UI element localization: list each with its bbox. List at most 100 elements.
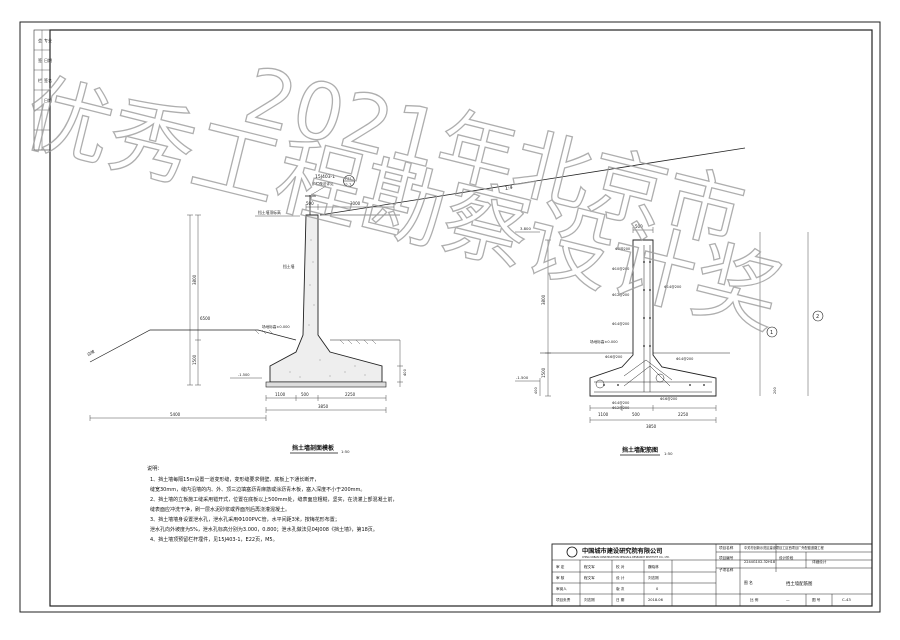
strip-label: 日期 [44, 57, 52, 63]
note-line: 2、挡土墙的立板施工缝采用错开式，位置在底板以上500mm处，缝表面应粗糙，坚实… [150, 496, 397, 503]
rebar-label: Φ8@200 [615, 247, 630, 251]
notes-heading: 说明： [147, 464, 163, 472]
section-left-scale: 1:50 [341, 449, 350, 454]
ground-level: 场地标高±0.000 [262, 324, 290, 329]
outer-border [19, 21, 881, 613]
strip-label: 专业 [44, 37, 52, 43]
design-stage-label: 设计阶段 [779, 555, 794, 560]
rebar-label: Φ14@200 [612, 322, 629, 326]
rebar-label: Φ14@200 [612, 401, 629, 405]
dim-height-upper: 3800 [192, 274, 197, 285]
role: 审 核 [556, 575, 565, 580]
note-line: 3、挡土墙墙身设置泄水孔，泄水孔采用Φ100PVC管，水平间距3米，按梅花形布置… [150, 516, 340, 523]
section-left: 1:4 边坡 15J403-1 护栏做法详见 P31 [86, 147, 746, 454]
project-name: 中关村创新示范区建设项目工区西项目厂外配套道路工程 [744, 545, 824, 550]
dim-base-right: 2250 [678, 412, 689, 417]
notes: 说明： 1、挡土墙每隔15m设置一道变形缝，变形缝要求侧壁、底板上下通长断开， … [147, 464, 397, 543]
ref-sub: 护栏做法详见 [312, 181, 334, 186]
role: 审阅人 [556, 586, 567, 591]
institute-en: CHINA URBAN CONSTRUCTION DESIGN & RESEAR… [582, 556, 670, 559]
dim-lower-height: 1500 [541, 367, 546, 378]
dim-top-width: 500 [306, 201, 314, 206]
rebar-label: Φ14@200 [664, 285, 681, 289]
design-stage: 详细设计 [812, 559, 827, 564]
dim-height-upper: 3800 [541, 294, 546, 305]
section-left-title: 挡土墙剖面模板 [292, 444, 335, 452]
name: 刘志刚 [584, 597, 595, 602]
level-top: 3.800 [520, 226, 531, 231]
role: 审 定 [556, 564, 565, 569]
slope-label-left: 边坡 [86, 348, 96, 357]
sheet-label: 比 例 [750, 597, 759, 602]
name: 程文军 [584, 575, 595, 580]
slope-ratio: 1:4 [504, 185, 513, 192]
section-right-scale: 1:50 [664, 451, 673, 456]
drawing-title: 挡土墙配筋图 [786, 580, 813, 587]
dim-lower-height: 1500 [192, 354, 197, 365]
top-level-note: 挡土墙顶标高 [258, 210, 281, 215]
name: 0 [656, 587, 659, 591]
dim-base-thick: 400 [403, 368, 407, 376]
dim-h200: 200 [773, 387, 777, 394]
name: 刘志刚 [648, 575, 659, 580]
ref-code: 15J403-1 [315, 174, 335, 180]
dim-top-width: 500 [635, 224, 643, 229]
institute-logo-icon [566, 546, 578, 558]
bottom-level: -1.500 [238, 373, 250, 377]
title-block-text: 中国城市建设研究院有限公司 CHINA URBAN CONSTRUCTION D… [556, 545, 851, 602]
wall-label: 挡土墙 [283, 264, 295, 269]
role: 项目负责 [556, 597, 571, 602]
note-line: 1、挡土墙每隔15m设置一道变形缝，变形缝要求侧壁、底板上下通长断开， [150, 476, 319, 483]
name: 程文军 [584, 564, 595, 569]
drawing-no-label: 图 号 [812, 597, 821, 602]
rebar-label: Φ16@200 [660, 397, 677, 401]
strip-label: 会 [38, 37, 42, 43]
role: 校 对 [616, 564, 625, 569]
inner-border [49, 29, 873, 607]
dim-total-height: 6500 [200, 316, 211, 321]
strip-label: 日期 [44, 97, 52, 103]
name: 魏晓林 [648, 564, 659, 569]
dim-base-mid: 500 [301, 392, 309, 397]
role: 设 计 [616, 575, 625, 580]
callout-2: 2 [816, 314, 819, 320]
level-bottom: -1.500 [516, 375, 529, 380]
section-right: 3.800 -1.500 场地标高±0.000 Φ8@200 Φ10@200 Φ… [515, 224, 824, 456]
rebar-label: Φ10@200 [612, 267, 629, 271]
dim-base-total: 3850 [646, 424, 657, 429]
rebar-wall-outline [589, 239, 717, 397]
section-right-title: 挡土墙配筋图 [622, 446, 658, 454]
sheet-value: — [786, 598, 790, 602]
level-ground: 场地标高±0.000 [590, 339, 618, 344]
dim-base-right: 2250 [345, 392, 356, 397]
note-line: 泄水孔向外坡度为5%，泄水孔标高分别为3.000，0.800；泄水孔做法见04J… [150, 526, 378, 533]
note-line: 4、挡土墙顶预留栏杆埋件，见15J403-1，E22页，M5。 [150, 536, 278, 543]
dim-ext-left: 5400 [170, 412, 181, 417]
retaining-wall-concrete [269, 214, 383, 383]
institute-cn: 中国城市建设研究院有限公司 [582, 547, 662, 555]
dim-base-mid: 500 [632, 412, 640, 417]
dim-heel-top: 3000 [350, 201, 361, 206]
rebar-label: Φ12@200 [612, 293, 629, 297]
ref-circle-top: P31 [345, 177, 352, 181]
strip-label: 签 [38, 57, 42, 63]
dim-base-left: 1100 [275, 392, 286, 397]
name: 2018.06 [648, 598, 664, 602]
project-no-label: 项目编号 [719, 555, 734, 560]
title-block [551, 543, 873, 607]
rebar-label: Φ16@200 [605, 355, 622, 359]
dim-base-left: 1100 [598, 412, 609, 417]
page-label: 图 名 [744, 580, 753, 585]
subitem-label: 子项名称 [719, 567, 734, 572]
role: 版 次 [616, 586, 625, 591]
role: 日 期 [616, 597, 625, 602]
strip-label: 签名 [44, 77, 52, 83]
project-name-label: 项目名称 [719, 545, 734, 550]
ref-circle-bottom: 2-7 [346, 183, 352, 187]
drawing-no: C-43 [842, 597, 851, 602]
dim-base-thick: 400 [534, 387, 538, 394]
callout-1: 1 [770, 330, 773, 336]
left-strip: 会 签 栏 专业 日期 签名 日期 [33, 29, 52, 151]
note-line: 缝表面应冲洗干净，刷一层水泥砂浆或界面剂后再浇灌混凝土。 [150, 506, 290, 513]
